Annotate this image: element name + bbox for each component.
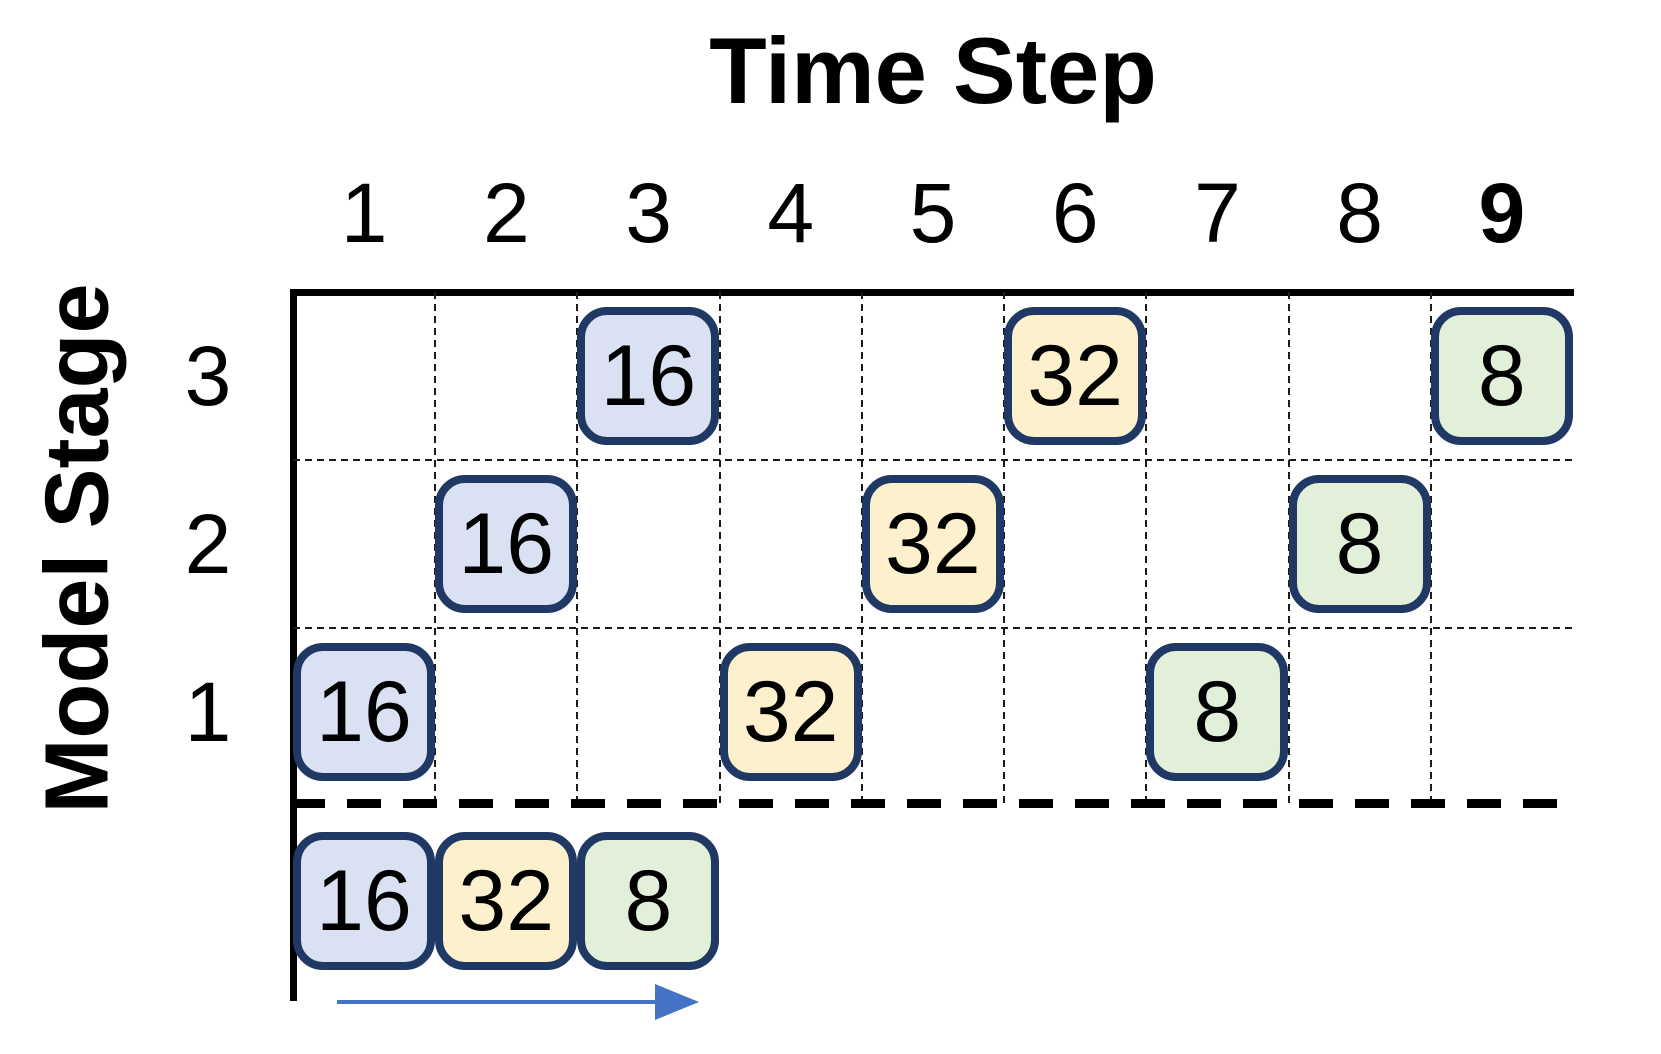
separator-dashed-line: [291, 799, 1565, 808]
y-axis-line: [290, 289, 297, 1001]
y-axis-label: Model Stage: [27, 283, 128, 814]
schedule-box: 32: [861, 475, 1004, 613]
x-tick-label: 8: [1336, 166, 1384, 260]
chart-title: Time Step: [709, 18, 1157, 123]
vertical-grid-line: [1145, 292, 1148, 805]
schedule-box: 16: [435, 475, 578, 613]
schedule-box: 16: [293, 832, 435, 970]
schedule-box: 32: [719, 643, 862, 781]
vertical-grid-line: [718, 292, 721, 805]
x-tick-label: 2: [482, 166, 530, 260]
horizontal-grid-line: [293, 627, 1573, 629]
x-tick-label: 7: [1194, 166, 1241, 260]
y-axis-label-wrap: Model Stage: [18, 283, 138, 813]
x-tick-label: 5: [909, 166, 957, 260]
arrow-head: [655, 984, 699, 1020]
vertical-grid-line: [1429, 292, 1432, 805]
schedule-box: 8: [577, 832, 720, 970]
arrow-shaft: [337, 1000, 662, 1004]
schedule-box: 8: [1288, 475, 1431, 613]
x-axis-line: [290, 289, 1574, 296]
horizontal-grid-line: [293, 459, 1573, 461]
x-tick-label: 1: [340, 166, 388, 260]
schedule-box: 32: [435, 832, 578, 970]
y-tick-label: 2: [184, 496, 232, 591]
schedule-box: 16: [293, 643, 435, 781]
x-tick-label: 3: [625, 166, 672, 260]
y-tick-label: 1: [184, 664, 232, 759]
x-tick-label: 9: [1478, 166, 1526, 260]
x-tick-label: 6: [1051, 166, 1099, 260]
schedule-box: 8: [1146, 643, 1289, 781]
schedule-box: 8: [1430, 307, 1573, 445]
x-tick-label: 4: [767, 166, 815, 260]
vertical-grid-line: [576, 292, 579, 805]
schedule-box: 32: [1004, 307, 1147, 445]
y-tick-label: 3: [184, 328, 232, 423]
vertical-grid-line: [1003, 292, 1006, 805]
schedule-box: 16: [577, 307, 720, 445]
